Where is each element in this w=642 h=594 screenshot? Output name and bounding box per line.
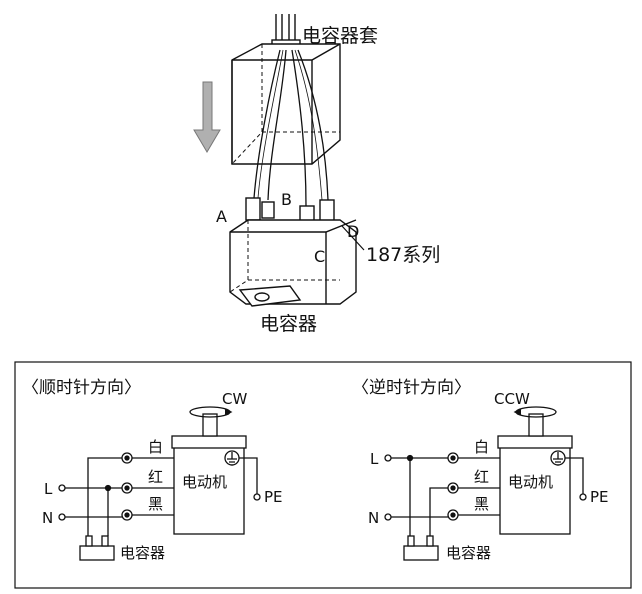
ccw-motor-label: 电动机 [508, 473, 553, 491]
cw-motor-label: 电动机 [182, 473, 227, 491]
terminal-circle-icon [121, 452, 133, 521]
rotation-arrow-icon [513, 406, 557, 418]
cw-wire-red: 红 [148, 468, 163, 486]
wiring-panel-frame [14, 361, 632, 589]
rotation-arrow-icon [189, 406, 233, 418]
ccw-title: 〈逆时针方向〉 [352, 378, 471, 398]
ccw-capacitor-symbol [403, 535, 439, 561]
terminal-circle-icon [447, 452, 459, 521]
ccw-rotation-label: CCW [494, 390, 530, 408]
capacitor-cover [231, 43, 341, 165]
cw-title: 〈顺时针方向〉 [22, 378, 141, 398]
cw-motor-shaft [202, 413, 218, 437]
cw-wiring-panel: 〈顺时针方向〉 [22, 378, 283, 562]
cover-label: 电容器套 [302, 25, 378, 47]
ccw-motor-body [499, 445, 571, 535]
terminal-series-label: 187系列 [366, 244, 440, 266]
cw-motor-flange [171, 435, 247, 449]
ccw-n-label: N [368, 509, 379, 527]
capacitor-assembly-illustration [193, 14, 365, 307]
terminal-label-a: A [216, 207, 227, 226]
cw-rotation-label: CW [222, 390, 247, 408]
cw-capacitor-label: 电容器 [120, 544, 165, 562]
ccw-wire-white: 白 [474, 438, 489, 456]
ccw-wire-red: 红 [474, 468, 489, 486]
cw-l-label: L [44, 480, 53, 498]
ccw-l-label: L [370, 450, 379, 468]
ccw-motor-flange [497, 435, 573, 449]
ccw-capacitor-label: 电容器 [446, 544, 491, 562]
cw-capacitor-symbol [79, 535, 115, 561]
lead-wires [253, 49, 329, 207]
cw-pe-label: PE [264, 488, 283, 506]
ccw-wiring-panel: 〈逆时针方向〉 [352, 378, 609, 562]
capacitor-label: 电容器 [260, 313, 317, 335]
terminal-label-d: D [347, 222, 359, 241]
cw-n-label: N [42, 509, 53, 527]
capacitor-body [229, 219, 357, 307]
down-arrow-icon [193, 81, 221, 153]
ccw-wire-black: 黑 [474, 495, 489, 513]
cw-wire-white: 白 [148, 438, 163, 456]
cw-wire-black: 黑 [148, 495, 163, 513]
ccw-motor-shaft [528, 413, 544, 437]
terminal-leader-line [341, 225, 365, 251]
terminal-label-c: C [314, 247, 325, 266]
terminal-label-b: B [281, 190, 292, 209]
ccw-pe-label: PE [590, 488, 609, 506]
cw-motor-body [173, 445, 245, 535]
